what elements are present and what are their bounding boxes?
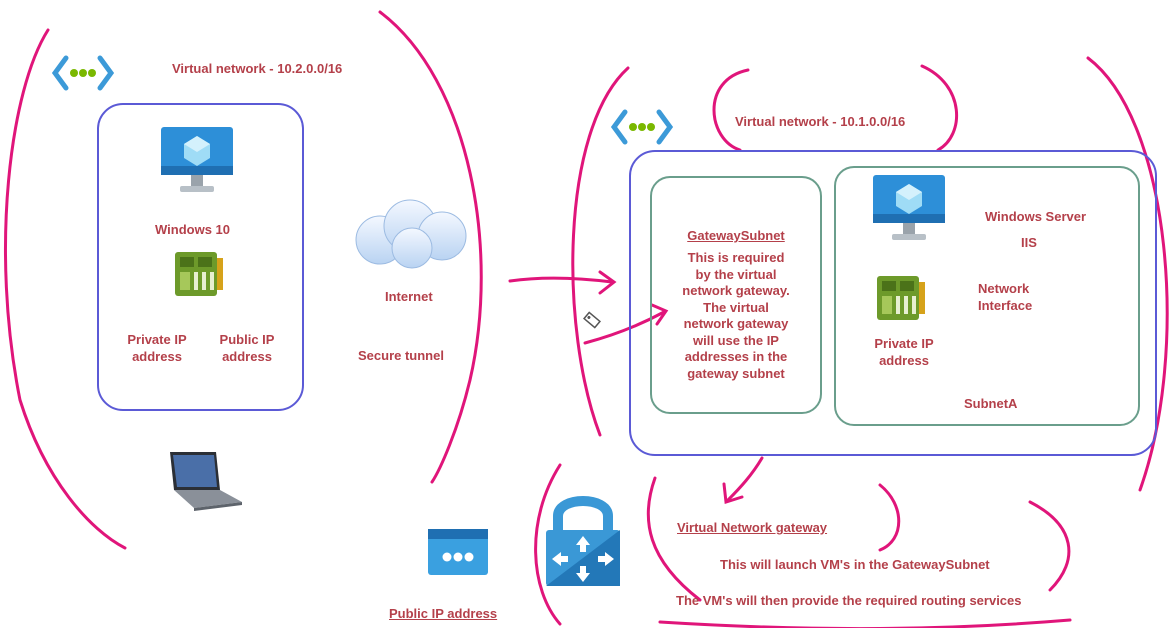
annotation-arc [878, 483, 901, 552]
vng-line-1: This will launch VM's in the GatewaySubn… [720, 557, 990, 572]
annotation-arc [1028, 500, 1071, 592]
gateway-subnet-description: This is required by the virtual network … [682, 250, 790, 381]
right-vnet-box [629, 150, 1157, 456]
internet-label: Internet [385, 289, 433, 304]
annotation-arc [571, 66, 630, 437]
arrow-line [583, 310, 666, 345]
monitor-icon [873, 175, 945, 240]
laptop-icon [170, 452, 242, 511]
left-vm-name: Windows 10 [155, 222, 231, 237]
nic-icon [175, 252, 223, 296]
left-private-ip: Private IP address [127, 332, 187, 364]
annotation-arc [534, 463, 562, 626]
vng-line-2: The VM's will then provide the required … [676, 593, 1022, 608]
arrow-line [508, 276, 614, 284]
vnet-icon [611, 109, 673, 145]
nic-icon [877, 276, 925, 320]
arrow-head [598, 270, 617, 295]
monitor-icon [161, 127, 233, 192]
gateway-subnet-box [650, 176, 822, 414]
subnet-a-name: SubnetA [964, 396, 1018, 411]
annotation-arc [378, 10, 483, 484]
annotation-arc [658, 618, 1072, 628]
left-vnet-title: Virtual network - 10.2.0.0/16 [172, 61, 343, 76]
annotation-arc [4, 28, 127, 550]
public-ip-address-label: Public IP address [389, 606, 498, 621]
vng-title: Virtual Network gateway [677, 520, 828, 535]
annotation-arc [712, 68, 750, 152]
subnet-a-private-ip: Private IP address [874, 336, 934, 368]
cloud-icon [355, 199, 467, 269]
arrow-head [650, 303, 669, 326]
arrow-line [726, 456, 764, 502]
gateway-subnet-title: GatewaySubnet [687, 228, 785, 243]
tag-icon [583, 311, 601, 329]
left-vnet-box [97, 103, 304, 411]
network-interface-label: Network Interface [978, 281, 1033, 313]
subnet-a-box [834, 166, 1140, 426]
annotation-arc [646, 476, 702, 602]
vnet-icon [52, 55, 114, 91]
annotation-arc [920, 64, 959, 152]
right-vnet-title: Virtual network - 10.1.0.0/16 [735, 114, 906, 129]
secure-tunnel-label: Secure tunnel [358, 348, 444, 363]
gateway-lock-icon [546, 496, 620, 586]
windows-server-label: Windows Server [985, 209, 1087, 224]
arrow-head [722, 482, 744, 504]
public-ip-icon [428, 529, 488, 575]
left-public-ip: Public IP address [219, 332, 275, 364]
iis-label: IIS [1021, 235, 1037, 250]
